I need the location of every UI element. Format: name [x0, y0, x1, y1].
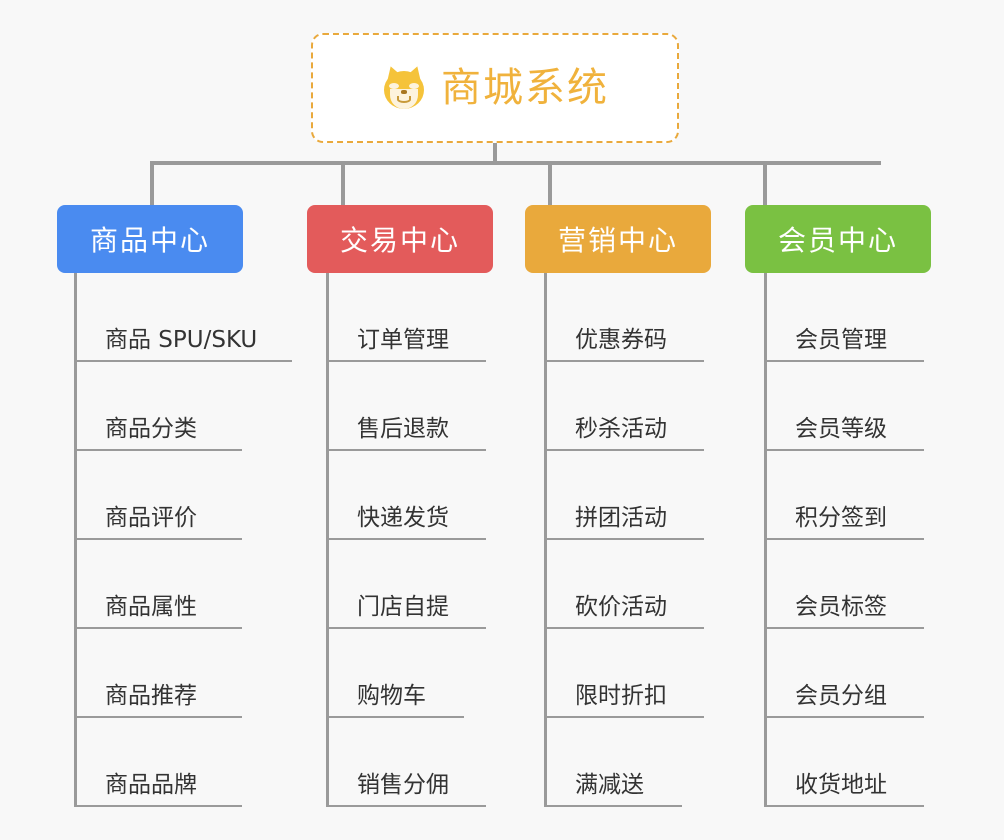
leaf-label: 满减送: [575, 772, 644, 798]
leaf-label: 限时折扣: [575, 683, 667, 709]
leaf-label: 积分签到: [795, 505, 887, 531]
leaf-label: 收货地址: [795, 772, 887, 798]
leaf-underline: [74, 449, 242, 451]
category-header-member[interactable]: 会员中心: [745, 205, 931, 273]
leaf-underline: [74, 360, 292, 362]
list-item[interactable]: 优惠券码: [525, 273, 740, 362]
leaf-label: 商品评价: [105, 505, 197, 531]
leaf-underline: [326, 805, 486, 807]
connector-drop-3: [548, 161, 552, 207]
leaf-underline: [764, 716, 924, 718]
list-item[interactable]: 积分签到: [745, 451, 960, 540]
leaf-underline: [544, 360, 704, 362]
leaf-underline: [764, 538, 924, 540]
leaf-label: 商品属性: [105, 594, 197, 620]
leaf-label: 购物车: [357, 683, 426, 709]
leaf-underline: [764, 360, 924, 362]
list-item[interactable]: 拼团活动: [525, 451, 740, 540]
leaf-label: 秒杀活动: [575, 416, 667, 442]
shiba-dog-face-icon: [381, 63, 427, 111]
category-column-member: 会员中心 会员管理 会员等级 积分签到 会员标签 会员分组: [745, 205, 960, 807]
connector-root-stem: [493, 143, 497, 165]
list-item[interactable]: 满减送: [525, 718, 740, 807]
leaf-list-marketing: 优惠券码 秒杀活动 拼团活动 砍价活动 限时折扣 满减送: [525, 273, 740, 807]
leaf-label: 商品品牌: [105, 772, 197, 798]
leaf-underline: [74, 805, 242, 807]
leaf-underline: [544, 449, 704, 451]
leaf-underline: [74, 538, 242, 540]
leaf-label: 售后退款: [357, 416, 449, 442]
leaf-underline: [74, 716, 242, 718]
leaf-list-member: 会员管理 会员等级 积分签到 会员标签 会员分组 收货地址: [745, 273, 960, 807]
leaf-underline: [544, 805, 682, 807]
leaf-label: 快递发货: [357, 505, 449, 531]
category-column-marketing: 营销中心 优惠券码 秒杀活动 拼团活动 砍价活动 限时折扣: [525, 205, 740, 807]
leaf-list-product: 商品 SPU/SKU 商品分类 商品评价 商品属性 商品推荐 商品品牌: [57, 273, 307, 807]
leaf-label: 销售分佣: [357, 772, 449, 798]
list-item[interactable]: 会员标签: [745, 540, 960, 629]
list-item[interactable]: 商品属性: [57, 540, 307, 629]
list-item[interactable]: 商品分类: [57, 362, 307, 451]
list-item[interactable]: 秒杀活动: [525, 362, 740, 451]
list-item[interactable]: 门店自提: [307, 540, 522, 629]
connector-horizontal-bar: [150, 161, 881, 165]
leaf-label: 商品 SPU/SKU: [105, 327, 258, 353]
leaf-underline: [326, 627, 486, 629]
leaf-label: 门店自提: [357, 594, 449, 620]
list-item[interactable]: 订单管理: [307, 273, 522, 362]
leaf-underline: [326, 716, 464, 718]
leaf-label: 商品推荐: [105, 683, 197, 709]
leaf-label: 会员分组: [795, 683, 887, 709]
leaf-label: 优惠券码: [575, 327, 667, 353]
list-item[interactable]: 购物车: [307, 629, 522, 718]
leaf-list-trade: 订单管理 售后退款 快递发货 门店自提 购物车 销售分佣: [307, 273, 522, 807]
leaf-label: 商品分类: [105, 416, 197, 442]
list-item[interactable]: 商品 SPU/SKU: [57, 273, 307, 362]
leaf-label: 会员等级: [795, 416, 887, 442]
category-header-product[interactable]: 商品中心: [57, 205, 243, 273]
connector-drop-1: [150, 161, 154, 207]
root-node[interactable]: 商城系统: [311, 33, 679, 143]
list-item[interactable]: 销售分佣: [307, 718, 522, 807]
list-item[interactable]: 砍价活动: [525, 540, 740, 629]
leaf-label: 会员管理: [795, 327, 887, 353]
list-item[interactable]: 会员管理: [745, 273, 960, 362]
leaf-underline: [544, 716, 704, 718]
leaf-underline: [326, 360, 486, 362]
leaf-underline: [764, 805, 924, 807]
category-column-trade: 交易中心 订单管理 售后退款 快递发货 门店自提 购物车: [307, 205, 522, 807]
list-item[interactable]: 收货地址: [745, 718, 960, 807]
category-header-trade[interactable]: 交易中心: [307, 205, 493, 273]
root-title: 商城系统: [441, 65, 609, 111]
list-item[interactable]: 商品推荐: [57, 629, 307, 718]
leaf-underline: [764, 627, 924, 629]
leaf-label: 拼团活动: [575, 505, 667, 531]
leaf-label: 会员标签: [795, 594, 887, 620]
connector-drop-4: [763, 161, 767, 207]
list-item[interactable]: 会员分组: [745, 629, 960, 718]
leaf-underline: [544, 627, 704, 629]
leaf-underline: [326, 538, 486, 540]
list-item[interactable]: 商品评价: [57, 451, 307, 540]
list-item[interactable]: 商品品牌: [57, 718, 307, 807]
leaf-underline: [74, 627, 242, 629]
list-item[interactable]: 快递发货: [307, 451, 522, 540]
leaf-underline: [544, 538, 704, 540]
category-column-product: 商品中心 商品 SPU/SKU 商品分类 商品评价 商品属性 商品推荐: [57, 205, 307, 807]
connector-drop-2: [341, 161, 345, 207]
leaf-underline: [764, 449, 924, 451]
list-item[interactable]: 会员等级: [745, 362, 960, 451]
leaf-label: 订单管理: [357, 327, 449, 353]
category-header-marketing[interactable]: 营销中心: [525, 205, 711, 273]
list-item[interactable]: 限时折扣: [525, 629, 740, 718]
leaf-underline: [326, 449, 486, 451]
leaf-label: 砍价活动: [575, 594, 667, 620]
list-item[interactable]: 售后退款: [307, 362, 522, 451]
